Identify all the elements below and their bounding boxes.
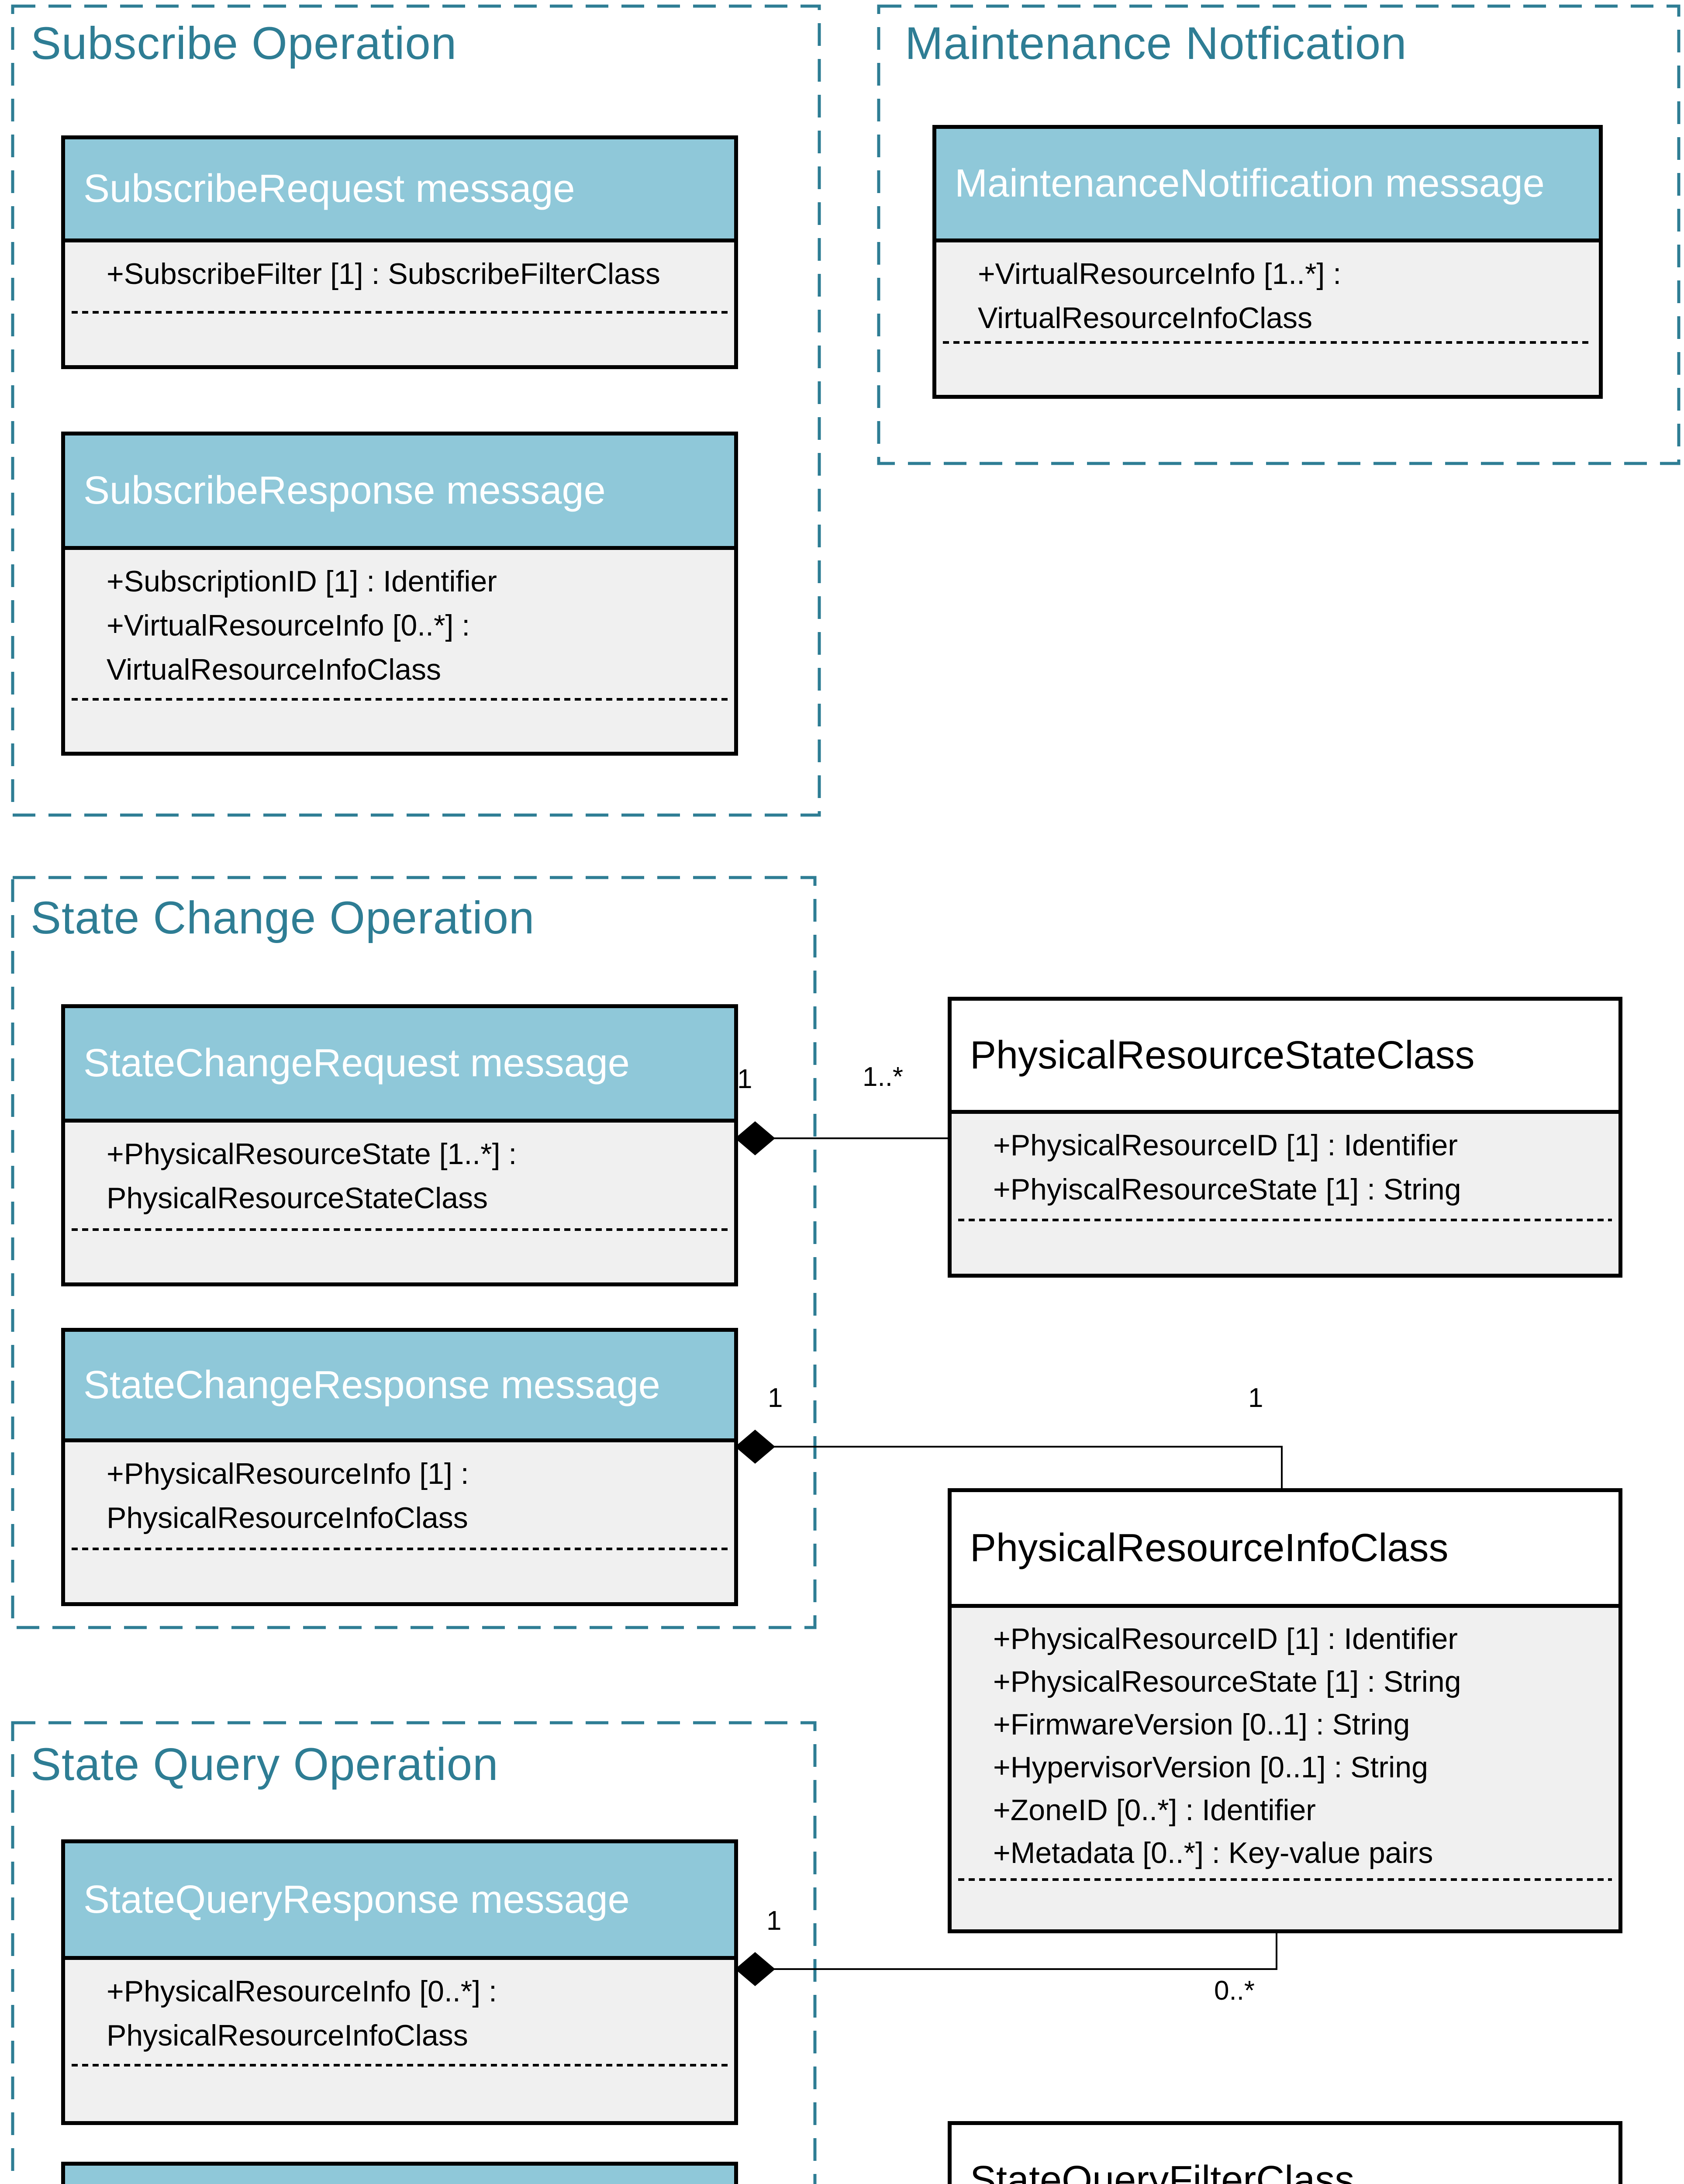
attribute-line: +PhysicalResourceInfo [1] : <box>107 1457 469 1490</box>
connector-line <box>754 1968 1277 1970</box>
attribute-line: +PhysicalResourceInfo [0..*] : <box>107 1975 497 2008</box>
section-title-subscribe-operation: Subscribe Operation <box>31 18 457 69</box>
multiplicity-label: 1 <box>1248 1383 1263 1413</box>
attribute-line: +SubscribeFilter [1] : SubscribeFilterCl… <box>107 257 660 290</box>
attribute-line: +VirtualResourceInfo [1..*] : <box>978 257 1342 290</box>
attribute-line: +HypervisorVersion [0..1] : String <box>993 1751 1428 1784</box>
attribute-line: +Metadata [0..*] : Key-value pairs <box>993 1836 1433 1870</box>
section-title-state-query-operation: State Query Operation <box>31 1739 499 1790</box>
attribute-line: +PhysicalResourceID [1] : Identifier <box>993 1622 1458 1655</box>
class-box-maintenance-notification: MaintenanceNotification message +Virtual… <box>932 125 1603 399</box>
section-frame-subscribe-operation <box>11 4 821 817</box>
attribute-line: PhysicalResourceInfoClass <box>107 2019 468 2052</box>
class-box-subscribe-response: SubscribeResponse message +SubscriptionI… <box>61 432 738 756</box>
class-box-state-query-request: StateQueryRequest message StateQueryFilt… <box>61 2162 738 2184</box>
section-frame-state-change-operation <box>11 876 817 1629</box>
attribute-line: +SubscriptionID [1] : Identifier <box>107 565 497 598</box>
attribute-line: PhysicalResourceInfoClass <box>107 1501 468 1534</box>
class-header: StateQueryFilterClass <box>952 2125 1618 2184</box>
connector-line <box>754 1446 1283 1448</box>
multiplicity-label: 1 <box>766 1906 782 1936</box>
class-box-physical-resource-info-class: PhysicalResourceInfoClass +PhysicalResou… <box>948 1488 1622 1933</box>
connector-line <box>1281 1446 1283 1488</box>
attribute-separator <box>72 1228 728 1231</box>
class-box-state-change-request: StateChangeRequest message +PhysicalReso… <box>61 1004 738 1286</box>
composition-diamond-icon <box>735 1121 775 1155</box>
section-title-state-change-operation: State Change Operation <box>31 892 535 943</box>
attribute-line: VirtualResourceInfoClass <box>107 653 441 686</box>
attribute-separator <box>943 341 1592 344</box>
multiplicity-label: 1..* <box>863 1062 904 1092</box>
class-header: PhysicalResourceInfoClass <box>952 1492 1618 1608</box>
attribute-line: +VirtualResourceInfo [0..*] : <box>107 609 470 642</box>
section-frame-maintenance-notification <box>877 4 1681 465</box>
attribute-line: PhysicalResourceStateClass <box>107 1182 488 1215</box>
connector-line <box>1276 1932 1277 1970</box>
attribute-separator <box>958 1219 1612 1221</box>
attribute-line: +PhyiscalResourceState [1] : String <box>993 1173 1461 1206</box>
class-box-state-query-filter-class: StateQueryFilterClass +PhysicalResourceI… <box>948 2121 1622 2184</box>
connector-line <box>754 1137 948 1139</box>
class-header: SubscribeRequest message <box>65 139 734 242</box>
composition-diamond-icon <box>735 1952 775 1986</box>
class-header: StateQueryRequest message <box>65 2166 734 2184</box>
class-header: SubscribeResponse message <box>65 435 734 550</box>
attribute-line: +ZoneID [0..*] : Identifier <box>993 1794 1316 1827</box>
class-header: StateQueryResponse message <box>65 1843 734 1960</box>
class-header: PhysicalResourceStateClass <box>952 1001 1618 1114</box>
attribute-separator <box>72 1548 728 1550</box>
section-title-maintenance-notification: Maintenance Notfication <box>905 18 1407 69</box>
attribute-line: +PhysicalResourceState [1] : String <box>993 1665 1461 1698</box>
section-frame-state-query-operation <box>11 1721 817 2184</box>
multiplicity-label: 0..* <box>1214 1976 1255 2006</box>
class-header: StateChangeResponse message <box>65 1332 734 1442</box>
multiplicity-label: 1 <box>737 1064 752 1094</box>
class-header: MaintenanceNotification message <box>936 129 1599 242</box>
attribute-separator <box>958 1878 1612 1881</box>
attribute-separator <box>72 2064 728 2067</box>
class-box-subscribe-request: SubscribeRequest message +SubscribeFilte… <box>61 135 738 369</box>
attribute-line: +FirmwareVersion [0..1] : String <box>993 1708 1410 1741</box>
composition-diamond-icon <box>735 1430 775 1464</box>
class-header: StateChangeRequest message <box>65 1008 734 1123</box>
attribute-separator <box>72 698 728 701</box>
class-box-physical-resource-state-class: PhysicalResourceStateClass +PhysicalReso… <box>948 997 1622 1278</box>
multiplicity-label: 1 <box>768 1383 783 1413</box>
class-box-state-change-response: StateChangeResponse message +PhysicalRes… <box>61 1328 738 1606</box>
attribute-line: VirtualResourceInfoClass <box>978 301 1312 335</box>
attribute-line: +PhysicalResourceID [1] : Identifier <box>993 1129 1458 1162</box>
class-box-state-query-response: StateQueryResponse message +PhysicalReso… <box>61 1839 738 2125</box>
attribute-separator <box>72 311 728 314</box>
attribute-line: +PhysicalResourceState [1..*] : <box>107 1137 517 1171</box>
